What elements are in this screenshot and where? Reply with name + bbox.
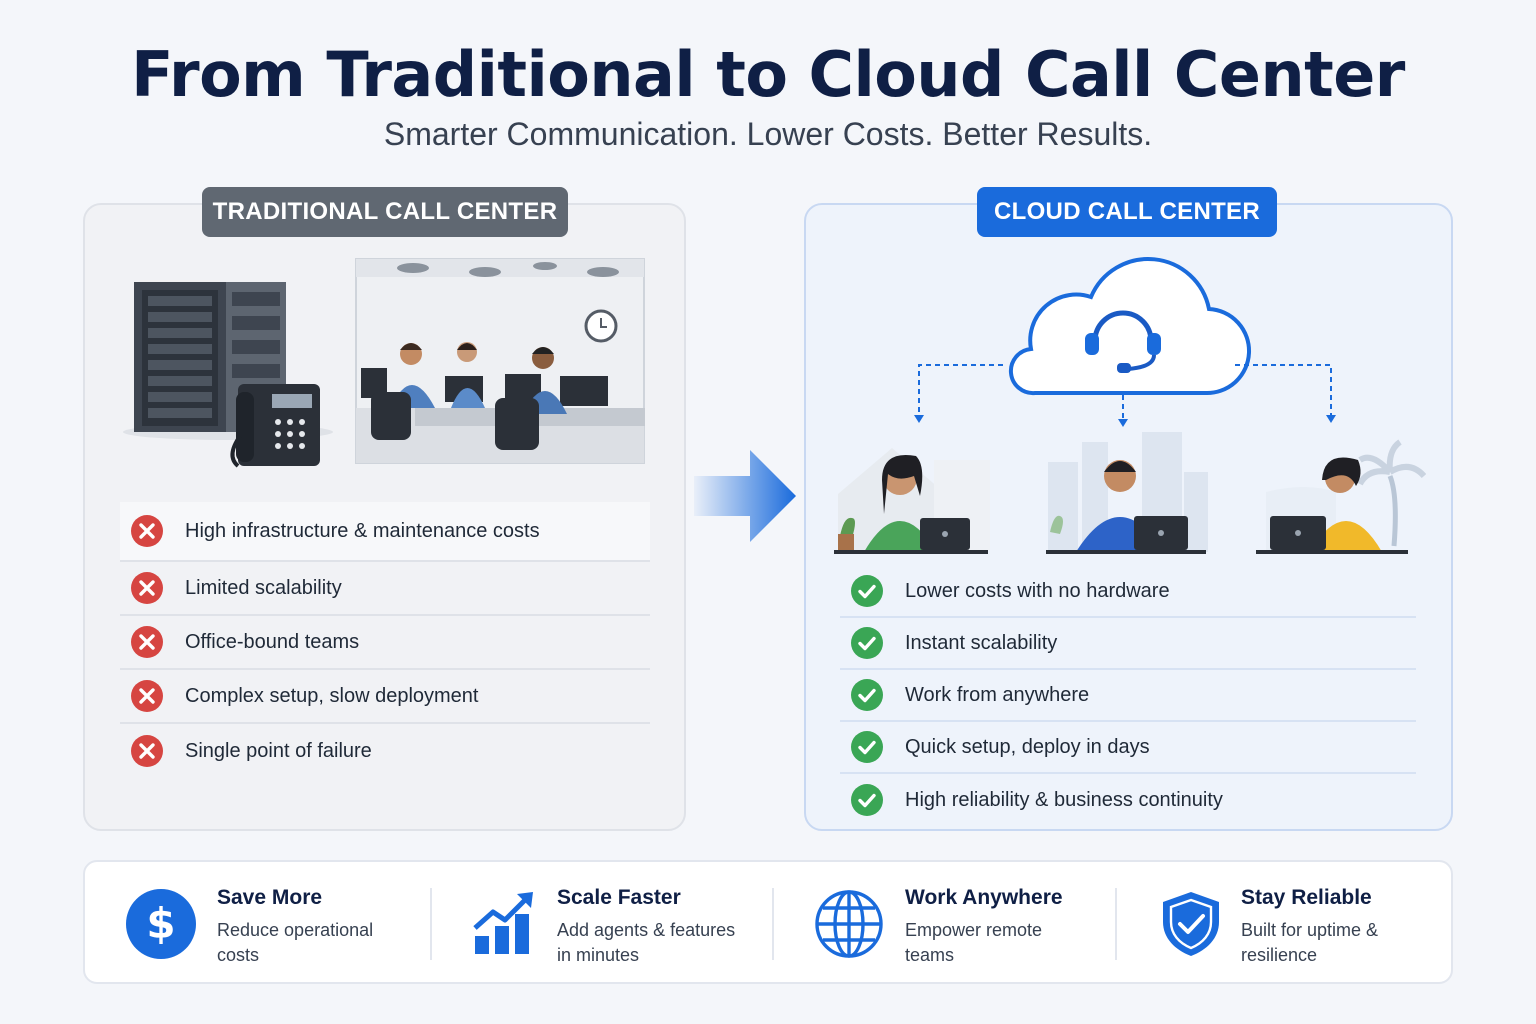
check-icon: [851, 679, 883, 711]
remote-agent-beach-illustration: [1256, 439, 1426, 554]
error-x-icon: [131, 515, 163, 547]
traditional-drawbacks-list: High infrastructure & maintenance costs …: [120, 502, 650, 778]
dollar-icon: $: [126, 889, 196, 959]
error-x-icon: [131, 735, 163, 767]
office-agents-illustration: [355, 258, 645, 464]
feature-work-anywhere: Work Anywhere Empower remote teams: [813, 862, 1113, 986]
list-item: Lower costs with no hardware: [840, 566, 1416, 618]
list-item-label: High reliability & business continuity: [905, 788, 1223, 811]
feature-description: Empower remote teams: [905, 918, 1042, 968]
feature-desc-line: in minutes: [557, 945, 640, 965]
feature-desc-line: Add agents & features: [557, 920, 736, 940]
remote-agent-home-illustration: [834, 448, 990, 554]
error-x-icon: [131, 680, 163, 712]
cloud-headset-illustration: [914, 257, 1336, 427]
error-x-icon: [131, 626, 163, 658]
feature-stay-reliable: Stay Reliable Built for uptime & resilie…: [1155, 862, 1445, 986]
growth-chart-icon: [473, 892, 533, 954]
list-item: Instant scalability: [840, 618, 1416, 670]
cloud-benefits-list: Lower costs with no hardware Instant sca…: [840, 566, 1416, 826]
feature-description: Built for uptime & resilience: [1241, 918, 1378, 968]
list-item-label: Lower costs with no hardware: [905, 579, 1170, 602]
check-icon: [851, 627, 883, 659]
list-item-label: Complex setup, slow deployment: [185, 684, 479, 707]
list-item-label: Quick setup, deploy in days: [905, 735, 1150, 758]
page-subtitle: Smarter Communication. Lower Costs. Bett…: [383, 116, 1153, 152]
server-rack-illustration: [123, 282, 333, 468]
feature-desc-line: teams: [905, 945, 955, 965]
check-icon: [851, 784, 883, 816]
feature-desc-line: costs: [217, 945, 260, 965]
feature-title: Stay Reliable: [1241, 886, 1372, 909]
cloud-badge: CLOUD CALL CENTER: [977, 187, 1277, 237]
list-item-label: Limited scalability: [185, 576, 342, 599]
benefits-footer: $ Save More Reduce operational costs Sca…: [83, 860, 1453, 984]
list-item-label: Single point of failure: [185, 739, 372, 762]
feature-title: Save More: [217, 886, 323, 909]
list-item: Single point of failure: [120, 724, 650, 778]
list-item: Limited scalability: [120, 562, 650, 616]
feature-desc-line: Built for uptime &: [1241, 920, 1379, 940]
feature-title: Work Anywhere: [905, 886, 1063, 909]
list-item: Office-bound teams: [120, 616, 650, 670]
check-icon: [851, 575, 883, 607]
feature-description: Add agents & features in minutes: [557, 918, 735, 968]
list-item-label: Office-bound teams: [185, 630, 360, 653]
feature-desc-line: Reduce operational: [217, 920, 374, 940]
feature-desc-line: Empower remote: [905, 920, 1043, 940]
feature-desc-line: resilience: [1241, 945, 1318, 965]
list-item: High infrastructure & maintenance costs: [120, 502, 650, 562]
shield-check-icon: [1163, 892, 1219, 956]
transition-arrow-icon: [694, 450, 796, 542]
list-item: Work from anywhere: [840, 670, 1416, 722]
feature-save-more: $ Save More Reduce operational costs: [125, 862, 425, 986]
list-item: High reliability & business continuity: [840, 774, 1416, 826]
svg-text:$: $: [146, 899, 175, 948]
globe-icon: [815, 890, 883, 958]
feature-title: Scale Faster: [557, 886, 681, 909]
list-item: Quick setup, deploy in days: [840, 722, 1416, 774]
error-x-icon: [131, 572, 163, 604]
traditional-badge: TRADITIONAL CALL CENTER: [202, 187, 568, 237]
list-item-label: Instant scalability: [905, 631, 1058, 654]
divider: [772, 888, 774, 960]
list-item: Complex setup, slow deployment: [120, 670, 650, 724]
divider: [430, 888, 432, 960]
check-icon: [851, 731, 883, 763]
feature-scale-faster: Scale Faster Add agents & features in mi…: [469, 862, 769, 986]
remote-agent-city-illustration: [1046, 432, 1208, 554]
list-item-label: High infrastructure & maintenance costs: [185, 519, 540, 542]
page-title: From Traditional to Cloud Call Center: [131, 38, 1405, 111]
feature-description: Reduce operational costs: [217, 918, 373, 968]
list-item-label: Work from anywhere: [905, 683, 1090, 706]
divider: [1115, 888, 1117, 960]
